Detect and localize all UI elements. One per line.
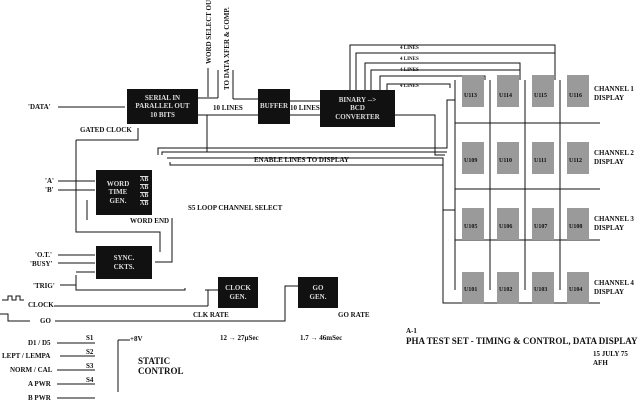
channel-3-label: CHANNEL 3 xyxy=(594,215,634,223)
chip-u108 xyxy=(567,208,589,240)
sipo-block: SERIAL IN PARALLEL OUT 10 BITS xyxy=(127,89,198,124)
clk-range-label: 12 → 27µSec xyxy=(220,334,259,342)
word-end-label: WORD END xyxy=(130,217,170,225)
chip-label: U109 xyxy=(464,158,478,164)
s3-label: S3 xyxy=(86,362,94,370)
channel-1-sub: DISPLAY xyxy=(594,94,625,102)
drawing-author: AFH xyxy=(593,359,608,367)
loop-select-label: S5 LOOP CHANNEL SELECT xyxy=(188,204,283,212)
chip-label: U101 xyxy=(464,287,478,293)
chip-label: U104 xyxy=(569,287,583,293)
clk-rate-label: CLK RATE xyxy=(193,311,229,319)
go-gen-block: GO GEN. xyxy=(298,277,338,308)
chip-u112 xyxy=(567,142,589,174)
ten-lines-label-2: 10 LINES xyxy=(290,104,320,112)
chip-label: U111 xyxy=(534,158,547,164)
b-pwr-label: B PWR xyxy=(28,394,51,402)
ten-lines-label-1: 10 LINES xyxy=(213,104,243,112)
s4-label: S4 xyxy=(86,376,94,384)
chip-u105 xyxy=(462,208,484,240)
channel-2-sub: DISPLAY xyxy=(594,158,625,166)
supply-label: +8V xyxy=(130,335,143,343)
channel-4-label: CHANNEL 4 xyxy=(594,279,634,287)
channel-1-label: CHANNEL 1 xyxy=(594,85,634,93)
chip-u104 xyxy=(567,272,589,304)
channel-3-sub: DISPLAY xyxy=(594,224,625,232)
chip-label: U116 xyxy=(569,93,583,99)
chip-label: U114 xyxy=(499,93,513,99)
gated-clock-label: GATED CLOCK xyxy=(80,126,132,134)
lept-lempa-label: LEPT / LEMPA xyxy=(2,352,51,360)
sync-ckts-block: SYNC. CKTS. xyxy=(96,246,152,279)
four-lines-label-1: 4 LINES xyxy=(400,46,419,51)
chip-label: U105 xyxy=(464,224,478,230)
norm-cal-label: NORM / CAL xyxy=(10,366,53,374)
chip-label: U102 xyxy=(499,287,513,293)
chip-label: U115 xyxy=(534,93,548,99)
s1-label: S1 xyxy=(86,334,94,342)
chip-u114 xyxy=(497,75,519,107)
four-lines-label-4: 4 LINES xyxy=(400,84,419,89)
chip-u109 xyxy=(462,142,484,174)
chip-label: U103 xyxy=(534,287,548,293)
word-time-gen-block: WORD TIME GEN. xyxy=(96,170,152,215)
buffer-block: BUFFER xyxy=(258,89,290,124)
chip-label: U112 xyxy=(569,158,583,164)
four-lines-label-3: 4 LINES xyxy=(400,68,419,73)
chip-u116 xyxy=(567,75,589,107)
chip-u115 xyxy=(532,75,554,107)
ot-input-label: 'O.T.' xyxy=(35,251,52,259)
s2-label: S2 xyxy=(86,348,94,356)
chip-u111 xyxy=(532,142,554,174)
static-control-title: STATIC xyxy=(138,356,171,366)
b-input-label: 'B' xyxy=(45,186,54,194)
chip-label: U106 xyxy=(499,224,513,230)
a-pwr-label: A PWR xyxy=(28,380,51,388)
word-out-3: AB xyxy=(140,201,149,207)
word-select-out-label: WORD SELECT OUT xyxy=(205,0,213,64)
to-data-xfer-label: TO DATA XFER & COMP. xyxy=(223,7,231,90)
a-input-label: 'A' xyxy=(45,177,54,185)
chip-u107 xyxy=(532,208,554,240)
go-range-label: 1.7 → 46mSec xyxy=(300,334,343,342)
chip-label: U108 xyxy=(569,224,583,230)
trig-label: 'TRIG' xyxy=(33,282,55,290)
word-out-0: AB xyxy=(140,177,149,183)
clock-label: CLOCK xyxy=(28,301,54,309)
chip-u106 xyxy=(497,208,519,240)
drawing-title: PHA TEST SET - TIMING & CONTROL, DATA DI… xyxy=(406,336,638,346)
chip-u110 xyxy=(497,142,519,174)
chip-u103 xyxy=(532,272,554,304)
drawing-number: A-1 xyxy=(406,327,417,335)
busy-input-label: 'BUSY' xyxy=(30,260,53,268)
static-control-title-2: CONTROL xyxy=(138,366,184,376)
drawing-date: 15 JULY 75 xyxy=(593,350,628,358)
chip-u113 xyxy=(462,75,484,107)
chip-u102 xyxy=(497,272,519,304)
word-out-1: AB xyxy=(140,185,149,191)
channel-2-label: CHANNEL 2 xyxy=(594,149,634,157)
d1-d5-label: D1 / D5 xyxy=(28,339,51,347)
enable-lines-label: ENABLE LINES TO DISPLAY xyxy=(254,156,349,164)
data-input-label: 'DATA' xyxy=(28,103,51,111)
channel-4-sub: DISPLAY xyxy=(594,288,625,296)
go-label: GO xyxy=(40,317,51,325)
chip-u101 xyxy=(462,272,484,304)
chip-label: U107 xyxy=(534,224,548,230)
bcd-converter-block: BINARY --> BCD CONVERTER xyxy=(320,90,395,127)
chip-label: U113 xyxy=(464,93,478,99)
clock-gen-block: CLOCK GEN. xyxy=(218,277,258,308)
four-lines-label-2: 4 LINES xyxy=(400,57,419,62)
go-rate-label: GO RATE xyxy=(338,311,370,319)
chip-label: U110 xyxy=(499,158,513,164)
word-time-gen-label: WORD TIME GEN. xyxy=(106,179,130,205)
word-out-2: AB xyxy=(140,193,149,199)
